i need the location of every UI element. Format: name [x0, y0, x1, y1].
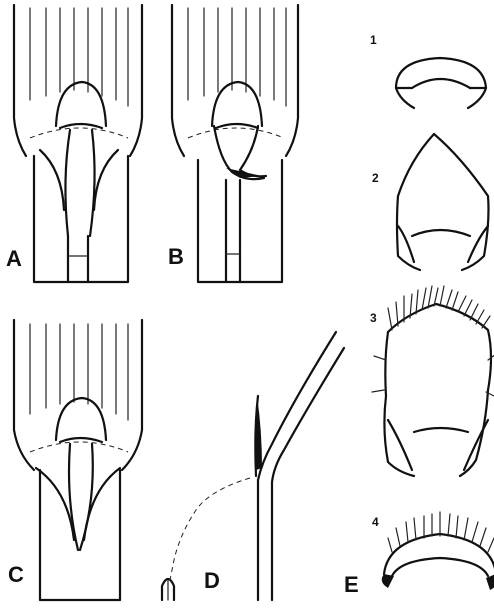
panel-a-drawing: A	[6, 5, 142, 282]
ligule-4-label: 4	[372, 515, 379, 529]
panel-d-drawing: D	[162, 332, 344, 600]
panel-b-drawing: B	[168, 5, 298, 282]
panel-a-label: A	[6, 246, 22, 271]
ligule-3-drawing: 3	[370, 286, 494, 476]
panel-e-label: E	[344, 572, 359, 597]
ligule-4-drawing: 4	[372, 512, 494, 590]
ligule-1-drawing: 1	[370, 33, 486, 108]
panel-d-label: D	[204, 568, 220, 593]
ligule-2-label: 2	[372, 171, 379, 185]
panel-c-label: C	[8, 562, 24, 587]
panel-b-label: B	[168, 244, 184, 269]
panel-c-drawing: C	[8, 320, 142, 600]
ligule-3-label: 3	[370, 311, 377, 325]
ligule-2-drawing: 2	[372, 134, 489, 270]
ligule-1-label: 1	[370, 33, 377, 47]
